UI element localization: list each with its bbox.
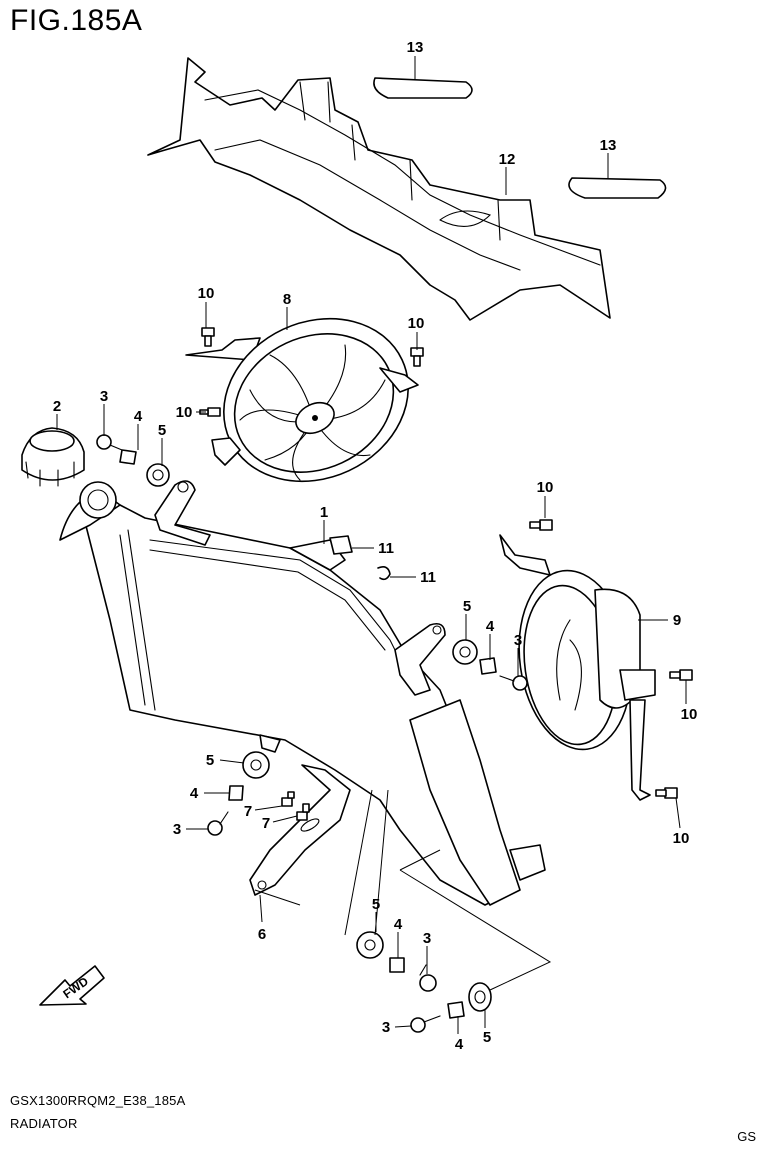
bolt-part-10-upper-left[interactable] — [201, 327, 215, 347]
radiator-bracket-part-6[interactable] — [249, 764, 351, 896]
grommet-part-5-bottom[interactable] — [356, 931, 384, 959]
grommet-part-5-upper[interactable] — [146, 463, 170, 487]
callout-10-upper-left: 10 — [198, 285, 215, 302]
callout-5-lower: 5 — [483, 1029, 491, 1046]
callout-12: 12 — [499, 151, 516, 168]
callout-5-mid: 5 — [463, 598, 471, 615]
callout-10-upper-right: 10 — [408, 315, 425, 332]
callout-4-upper: 4 — [134, 408, 143, 425]
callout-4-left: 4 — [190, 785, 199, 802]
clip-part-11-upper[interactable] — [329, 535, 353, 555]
callout-11-lower: 11 — [420, 569, 436, 586]
bolt-part-3-left[interactable] — [207, 811, 229, 836]
callout-leader-lines — [56, 56, 687, 1034]
callout-4-lower: 4 — [455, 1036, 464, 1053]
bolt-part-7-lower[interactable] — [296, 803, 310, 821]
callout-10-right-upper: 10 — [537, 479, 554, 496]
pad-part-13-upper[interactable] — [373, 77, 473, 99]
callout-3-upper: 3 — [100, 388, 108, 405]
radiator-core[interactable] — [59, 481, 546, 906]
figure-number: FIG.185A — [10, 4, 143, 37]
pad-part-13-right[interactable] — [568, 177, 667, 199]
radiator-shroud-part-12[interactable] — [147, 57, 611, 321]
callout-10-mid-left: 10 — [176, 404, 193, 421]
model-code: GSX1300RRQM2_E38_185A — [10, 1093, 186, 1108]
radiator-bracket-right[interactable] — [394, 622, 446, 696]
bolt-part-10-right-lower[interactable] — [655, 787, 678, 799]
callout-13-upper: 13 — [407, 39, 424, 56]
cooling-fan-part-8[interactable] — [185, 289, 435, 511]
bolt-part-3-mid[interactable] — [499, 675, 528, 691]
collar-part-4-lower[interactable] — [447, 1001, 465, 1019]
callout-5-left: 5 — [206, 752, 214, 769]
callout-3-left: 3 — [173, 821, 181, 838]
bolt-part-3-bottom[interactable] — [419, 964, 437, 992]
callout-11-upper: 11 — [378, 540, 394, 557]
forward-direction-arrow: FWD — [39, 965, 105, 1006]
callout-2: 2 — [53, 398, 61, 415]
callout-7-upper: 7 — [244, 803, 252, 820]
collar-part-4-mid[interactable] — [479, 657, 497, 675]
callout-1: 1 — [320, 504, 328, 521]
collar-part-4-left[interactable] — [228, 785, 244, 801]
callout-4-mid: 4 — [486, 618, 495, 635]
radiator-bracket-upper[interactable] — [154, 480, 211, 546]
callout-6: 6 — [258, 926, 266, 943]
bolt-part-10-right-mid[interactable] — [669, 669, 693, 681]
callout-10-right-mid: 10 — [681, 706, 698, 723]
callout-4-bottom: 4 — [394, 916, 403, 933]
callout-13-right: 13 — [600, 137, 617, 154]
bolt-part-10-upper-right[interactable] — [410, 347, 424, 367]
callout-3-lower: 3 — [382, 1019, 390, 1036]
callout-3-mid: 3 — [514, 632, 522, 649]
callout-5-upper: 5 — [158, 422, 166, 439]
collar-part-4-upper[interactable] — [119, 449, 137, 465]
assembly-guide-lines — [254, 789, 552, 991]
grommet-part-5-left[interactable] — [242, 751, 270, 779]
bolt-part-3-lower[interactable] — [410, 1015, 441, 1033]
clip-part-11-lower[interactable] — [377, 566, 391, 581]
grommet-part-5-mid[interactable] — [452, 639, 478, 665]
collar-part-4-bottom[interactable] — [389, 957, 405, 973]
callout-9: 9 — [673, 612, 681, 629]
bolt-part-3-upper[interactable] — [96, 434, 123, 451]
callout-10-right-lower: 10 — [673, 830, 690, 847]
section-title: RADIATOR — [10, 1116, 78, 1131]
callout-3-bottom: 3 — [423, 930, 431, 947]
callout-labels: 13 13 12 10 8 10 2 3 4 5 10 10 1 11 11 5… — [53, 39, 698, 1053]
radiator-cap-part-2[interactable] — [21, 427, 85, 487]
region-code: GS — [737, 1129, 756, 1144]
callout-5-bottom: 5 — [372, 896, 380, 913]
bolt-part-10-right-upper[interactable] — [529, 519, 553, 531]
cooling-fan-part-9[interactable] — [499, 534, 656, 801]
bolt-part-7-upper[interactable] — [281, 791, 295, 807]
callout-7-lower: 7 — [262, 815, 270, 832]
grommet-part-5-lower[interactable] — [468, 982, 492, 1012]
callout-8: 8 — [283, 291, 291, 308]
